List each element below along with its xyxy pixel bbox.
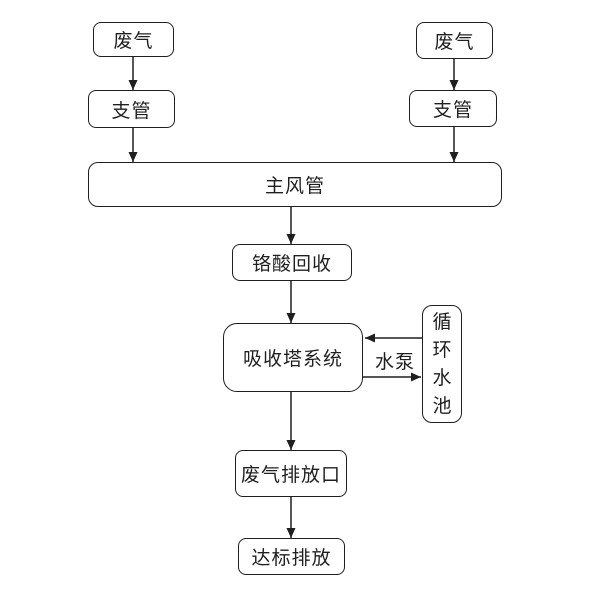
node-branch-pipe-left-label: 支管 bbox=[111, 99, 152, 122]
node-branch-pipe-right: 支管 bbox=[409, 90, 497, 127]
node-absorption-tower-system-label: 吸收塔系统 bbox=[242, 348, 343, 370]
water-pump-label: 水泵 bbox=[374, 351, 415, 373]
node-waste-gas-outlet: 废气排放口 bbox=[235, 450, 347, 497]
node-branch-pipe-right-label: 支管 bbox=[432, 99, 473, 121]
node-chromic-acid-recovery-label: 铬酸回收 bbox=[251, 253, 332, 275]
node-compliant-discharge-label: 达标排放 bbox=[251, 547, 332, 569]
node-waste-gas-outlet-label: 废气排放口 bbox=[240, 464, 341, 486]
node-absorption-tower-system: 吸收塔系统 bbox=[223, 323, 363, 392]
node-compliant-discharge: 达标排放 bbox=[238, 538, 345, 575]
node-waste-gas-left-label: 废气 bbox=[113, 30, 154, 52]
node-main-duct: 主风管 bbox=[88, 162, 502, 207]
node-waste-gas-right: 废气 bbox=[416, 22, 493, 59]
node-chromic-acid-recovery: 铬酸回收 bbox=[232, 244, 352, 281]
node-circulating-water-pool: 循环水池 bbox=[422, 305, 462, 423]
node-waste-gas-left: 废气 bbox=[93, 22, 174, 57]
node-branch-pipe-left: 支管 bbox=[88, 90, 175, 128]
edge-label-water-pump: 水泵 bbox=[371, 347, 419, 374]
node-circulating-water-pool-label: 循环水池 bbox=[432, 311, 452, 417]
node-waste-gas-right-label: 废气 bbox=[434, 31, 475, 53]
node-main-duct-label: 主风管 bbox=[264, 175, 325, 197]
